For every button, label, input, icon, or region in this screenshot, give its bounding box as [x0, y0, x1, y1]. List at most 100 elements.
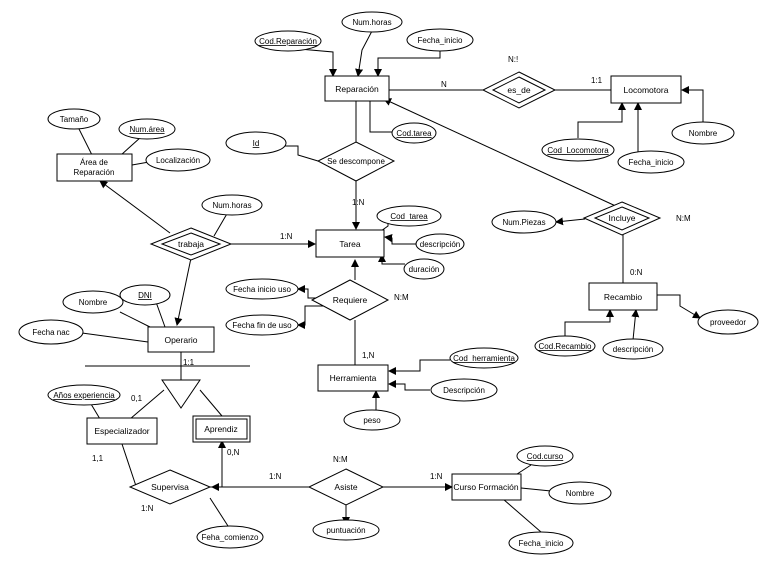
link-area-numarea [120, 136, 142, 156]
entity-reparacion[interactable]: Reparación [324, 75, 390, 102]
link-incluye-rep [383, 98, 621, 209]
link-tarea-dur [378, 254, 405, 265]
attr-cod-reparacion[interactable]: Cod.Reparación [254, 30, 322, 52]
entity-herramienta-label: Herramienta [330, 373, 377, 383]
entity-curso-formacion[interactable]: Curso Formación [451, 473, 522, 501]
attr-cod-locomotora[interactable]: Cod_Locomotora [541, 138, 615, 162]
rel-asiste[interactable]: Asiste [307, 468, 385, 506]
link-recambio-desc [631, 309, 640, 341]
link-isa-aprendiz [199, 389, 223, 417]
entity-recambio[interactable]: Recambio [588, 282, 658, 311]
entity-especializador[interactable]: Especializador [86, 417, 158, 445]
attr-curso-fecha-inicio[interactable]: Fecha_inicio [508, 531, 574, 555]
rel-incluye[interactable]: Incluye [582, 201, 662, 236]
attr-recambio-descripcion[interactable]: descripción [602, 338, 664, 360]
attr-duracion[interactable]: duración [403, 258, 445, 280]
entity-curso-label: Curso Formación [453, 482, 518, 492]
attr-duracion-label: duración [409, 265, 440, 274]
link-req-inicio [297, 285, 318, 299]
attr-loco-nombre[interactable]: Nombre [671, 121, 735, 145]
isa-triangle [161, 379, 201, 409]
attr-trabaja-num-horas[interactable]: Num.horas [201, 194, 263, 216]
attr-dni[interactable]: DNI [119, 284, 171, 306]
rel-se-descompone[interactable]: Se descompone [316, 141, 396, 182]
rel-trabaja[interactable]: trabaja [149, 227, 233, 261]
rel-requiere[interactable]: Requiere [310, 279, 390, 321]
attr-curso-nombre-label: Nombre [566, 489, 595, 498]
connectors [76, 30, 704, 533]
attr-tarea-descripcion[interactable]: descripción [415, 233, 465, 255]
attr-puntuacion[interactable]: puntuación [312, 519, 380, 541]
link-recambio-cod [564, 309, 614, 336]
entity-herramienta[interactable]: Herramienta [317, 364, 389, 392]
attr-num-piezas-label: Num.Piezas [502, 218, 545, 227]
attr-cod-tarea[interactable]: Cod_tarea [376, 205, 442, 227]
link-rep-fecha [374, 50, 441, 77]
attr-op-nombre[interactable]: Nombre [62, 290, 124, 314]
attr-peso-label: peso [363, 416, 381, 425]
link-loco-nombre [681, 86, 704, 123]
entity-area-reparacion[interactable]: Área de Reparación [56, 153, 133, 182]
attr-fecha-nac[interactable]: Fecha nac [18, 319, 84, 345]
rel-supervisa[interactable]: Supervisa [128, 469, 212, 505]
attr-anos-experiencia[interactable]: Años experiencia [47, 384, 121, 406]
attr-loco-fecha-inicio[interactable]: Fecha_inicio [617, 150, 685, 174]
link-isa-especializador [129, 389, 165, 420]
entity-locomotora[interactable]: Locomotora [610, 75, 682, 104]
entity-tarea[interactable]: Tarea [315, 229, 385, 258]
attr-curso-fecha-inicio-label: Fecha_inicio [519, 539, 564, 548]
attr-num-piezas[interactable]: Num.Piezas [491, 210, 557, 234]
card-trabaja: 1:N [280, 232, 293, 241]
attr-cod-herramienta[interactable]: Cod_herramienta [449, 347, 519, 369]
rel-es-de[interactable]: es_de [481, 71, 557, 109]
attr-id[interactable]: Id [225, 131, 287, 155]
link-curso-fecha [502, 498, 542, 533]
attr-rep-fecha-inicio[interactable]: Fecha_inicio [406, 28, 474, 52]
rel-incluye-label: Incluye [609, 213, 636, 223]
entity-operario[interactable]: Operario [147, 326, 215, 353]
attr-recambio-descripcion-label: descripción [613, 345, 653, 354]
attr-cod-tarea-rel[interactable]: Cod.tarea [391, 122, 437, 144]
entity-aprendiz-label: Aprendiz [204, 424, 238, 434]
card-asiste-right: 1:N [430, 472, 443, 481]
entity-aprendiz[interactable]: Aprendiz [192, 415, 251, 443]
attr-num-area[interactable]: Num.área [118, 118, 176, 140]
attr-feha-comienzo[interactable]: Feha_comienzo [196, 525, 264, 549]
link-incluye-piezas [555, 217, 586, 226]
attr-herr-descripcion[interactable]: Descripción [430, 378, 498, 402]
attr-localizacion[interactable]: Localización [145, 148, 211, 172]
attr-cod-tarea-label: Cod_tarea [390, 212, 428, 221]
attr-herr-descripcion-label: Descripción [443, 386, 485, 395]
link-op-dni [155, 301, 166, 328]
rel-se-descompone-label: Se descompone [327, 157, 385, 166]
attr-tamano[interactable]: Tamaño [47, 108, 101, 130]
link-recambio-prov [657, 294, 701, 319]
rel-trabaja-label: trabaja [178, 239, 204, 249]
attr-num-area-label: Num.área [129, 125, 165, 134]
attr-proveedor[interactable]: proveedor [697, 309, 759, 335]
rel-asiste-label: Asiste [334, 482, 357, 492]
attr-cod-recambio[interactable]: Cod.Recambio [534, 335, 596, 357]
link-area-loc [131, 161, 150, 166]
attr-dni-label: DNI [138, 291, 152, 300]
card-incluye-down: 0:N [630, 268, 643, 277]
attr-peso[interactable]: peso [343, 409, 401, 431]
attr-fecha-fin-uso-label: Fecha fin de uso [232, 321, 292, 330]
attr-cod-curso-label: Cod.curso [527, 452, 564, 461]
attr-cod-curso[interactable]: Cod.curso [516, 445, 574, 467]
link-esp-supervisa [121, 443, 137, 487]
link-herr-cod [388, 359, 450, 375]
card-incluye: N:M [676, 214, 691, 223]
attr-fecha-fin-uso[interactable]: Fecha fin de uso [225, 314, 299, 336]
entity-area-label-2: Reparación [74, 168, 115, 177]
attr-op-nombre-label: Nombre [79, 298, 108, 307]
link-loco-cod [577, 102, 626, 138]
attr-curso-nombre[interactable]: Nombre [548, 481, 612, 505]
link-curso-nombre [520, 487, 552, 492]
attr-rep-num-horas[interactable]: Num.horas [341, 11, 403, 33]
card-esp-down: 1,1 [92, 454, 104, 463]
card-descompone: 1:N [352, 198, 365, 207]
attr-proveedor-label: proveedor [710, 318, 746, 327]
attr-fecha-inicio-uso[interactable]: Fecha inicio uso [225, 278, 299, 300]
